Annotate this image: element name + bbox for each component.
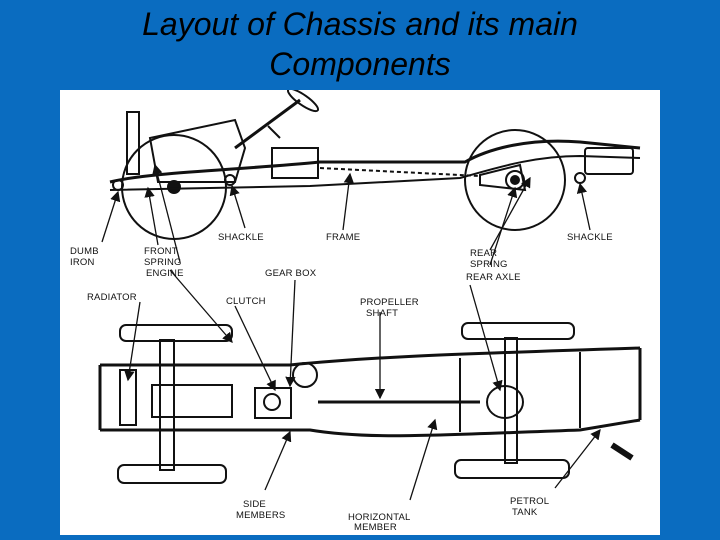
leader-lines — [101, 163, 601, 501]
gearbox-top — [254, 387, 292, 419]
front-wheel-top-lower — [117, 464, 227, 484]
label-horizontal-member-2: MEMBER — [354, 522, 397, 533]
rear-wheel-top-upper — [461, 322, 575, 340]
label-dumb-iron-2: IRON — [70, 257, 95, 268]
propeller-shaft-side — [319, 167, 481, 177]
label-side-members-2: MEMBERS — [236, 510, 285, 521]
label-petrol-tank-2: TANK — [512, 507, 538, 518]
label-propeller-shaft-1: PROPELLER — [360, 297, 419, 308]
label-front-spring-1: FRONT — [144, 246, 178, 257]
radiator-side — [126, 111, 140, 175]
steering-wheel — [286, 90, 320, 113]
label-front-spring-2: SPRING — [144, 257, 182, 268]
differential-top — [486, 385, 524, 419]
title-line-2: Components — [269, 46, 451, 82]
label-frame: FRAME — [326, 232, 360, 243]
front-wheel-top-upper — [119, 324, 233, 342]
labels: DUMB IRON FRONT SPRING ENGINE SHACKLE FR… — [70, 232, 613, 533]
rear-wheel-side — [464, 129, 566, 231]
petrol-tank-top — [610, 442, 634, 461]
top-view — [98, 322, 642, 484]
chassis-diagram: DUMB IRON FRONT SPRING ENGINE SHACKLE FR… — [60, 90, 660, 535]
chassis-drawing: DUMB IRON FRONT SPRING ENGINE SHACKLE FR… — [70, 90, 642, 533]
differential-side — [479, 163, 527, 192]
label-gear-box: GEAR BOX — [265, 268, 317, 279]
engine-top — [151, 384, 233, 418]
label-side-members-1: SIDE — [243, 499, 266, 510]
side-member-upper — [100, 346, 641, 367]
title-line-1: Layout of Chassis and its main — [142, 6, 578, 42]
side-view — [109, 90, 641, 240]
label-shackle-front: SHACKLE — [218, 232, 264, 243]
label-radiator: RADIATOR — [87, 292, 137, 303]
label-petrol-tank-1: PETROL — [510, 496, 549, 507]
label-rear-axle: REAR AXLE — [466, 272, 521, 283]
label-propeller-shaft-2: SHAFT — [366, 308, 398, 319]
tank-side — [584, 147, 634, 175]
label-rear-spring-1: REAR — [470, 248, 497, 259]
label-clutch: CLUTCH — [226, 296, 266, 307]
label-engine: ENGINE — [146, 268, 184, 279]
slide-title: Layout of Chassis and its main Component… — [0, 4, 720, 84]
label-dumb-iron-1: DUMB — [70, 246, 99, 257]
steering-wheel-top — [292, 362, 318, 388]
label-shackle-rear: SHACKLE — [567, 232, 613, 243]
radiator-top — [119, 369, 137, 426]
label-horizontal-member-1: HORIZONTAL — [348, 512, 411, 523]
steering-column — [234, 98, 301, 150]
label-rear-spring-2: SPRING — [470, 259, 508, 270]
